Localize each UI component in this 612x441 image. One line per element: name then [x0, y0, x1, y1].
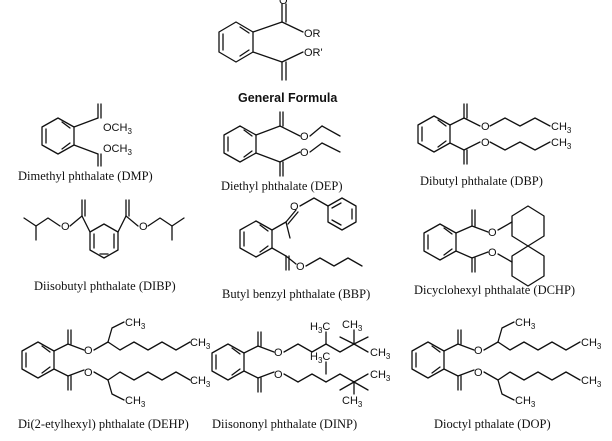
dop-ch3-4: CH3 — [515, 395, 536, 409]
dchp-structure — [423, 205, 545, 287]
dop-ch3-3: CH3 — [581, 375, 602, 389]
dep-o1: O — [300, 131, 309, 143]
dmp-bottom-group: OCH3 — [103, 143, 132, 157]
dinp-h3c-1: H3C — [310, 321, 330, 335]
dinp-structure — [211, 329, 369, 395]
dop-ch3-2: CH3 — [581, 337, 602, 351]
bbp-o2: O — [296, 261, 305, 273]
dinp-ch3-top: CH3 — [342, 319, 363, 333]
dinp-ch3-end1: CH3 — [370, 347, 391, 361]
dibp-label: Diisobutyl phthalate (DIBP) — [34, 279, 176, 293]
general-formula-title: General Formula — [238, 91, 338, 105]
dop-ch3-1: CH3 — [515, 317, 536, 331]
atom-o: O — [279, 0, 288, 7]
dibp-structure — [23, 199, 185, 259]
general-formula-structure: O — [218, 0, 304, 81]
dmp-top-group: OCH3 — [103, 122, 132, 136]
dop-o2: O — [474, 367, 483, 379]
bbp-label: Butyl benzyl phthalate (BBP) — [222, 287, 370, 301]
general-r1-label: OR — [304, 28, 321, 40]
dmp-structure — [41, 103, 102, 167]
dep-o2: O — [300, 147, 309, 159]
bbp-structure — [239, 197, 363, 271]
dinp-o2: O — [274, 369, 283, 381]
dinp-label: Diisononyl phthalate (DINP) — [212, 417, 357, 431]
dibp-o1: O — [61, 221, 70, 233]
dchp-o1: O — [488, 227, 497, 239]
dmp-label: Dimethyl phthalate (DMP) — [18, 169, 153, 183]
dbp-label: Dibutyl phthalate (DBP) — [420, 174, 543, 188]
dehp-ch3-1: CH3 — [125, 317, 146, 331]
dehp-structure — [21, 321, 191, 401]
dehp-ch3-4: CH3 — [125, 395, 146, 409]
dinp-o1: O — [274, 347, 283, 359]
dbp-ch3-bottom: CH3 — [551, 137, 572, 151]
dehp-ch3-2: CH3 — [190, 337, 211, 351]
dchp-label: Dicyclohexyl phthalate (DCHP) — [414, 283, 575, 297]
dop-structure — [411, 321, 581, 401]
dep-structure — [223, 111, 341, 177]
dibp-o2: O — [139, 221, 148, 233]
dinp-ch3-bottom: CH3 — [342, 395, 363, 409]
general-r2-label: OR' — [304, 47, 323, 59]
dbp-structure — [417, 103, 551, 165]
dop-o1: O — [474, 345, 483, 357]
dehp-o2: O — [84, 367, 93, 379]
dinp-ch3-end2: CH3 — [370, 369, 391, 383]
dchp-o2: O — [488, 247, 497, 259]
dbp-ch3-top: CH3 — [551, 121, 572, 135]
dbp-o1: O — [481, 121, 490, 133]
dep-label: Diethyl phthalate (DEP) — [221, 179, 343, 193]
dehp-o1: O — [84, 345, 93, 357]
dehp-label: Di(2-etylhexyl) phthalate (DEHP) — [18, 417, 189, 431]
dop-label: Dioctyl pthalate (DOP) — [434, 417, 551, 431]
dinp-h3c-2: H3C — [310, 351, 330, 365]
dbp-o2: O — [481, 137, 490, 149]
bbp-o1: O — [290, 201, 299, 213]
dehp-ch3-3: CH3 — [190, 375, 211, 389]
